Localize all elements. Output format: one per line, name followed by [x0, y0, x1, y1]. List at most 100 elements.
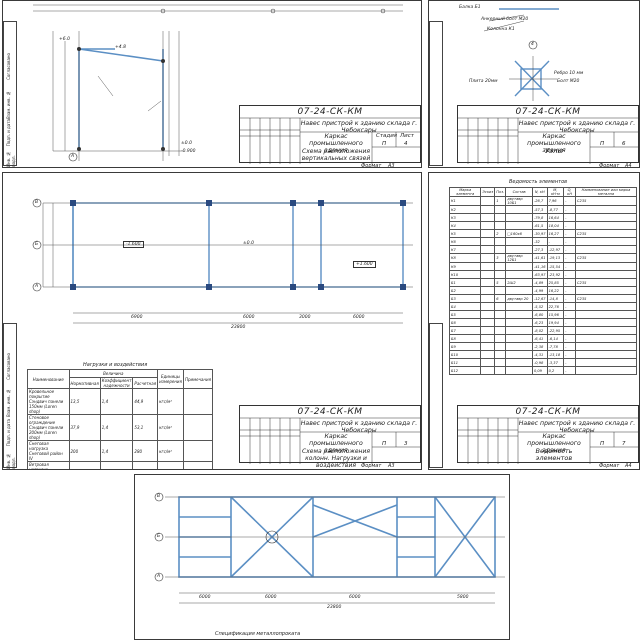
axis-label-v: В [35, 200, 39, 205]
title-block: 07-24-СК-КМ Навес пристрой к зданию скла… [239, 405, 421, 469]
elements-caption: Ведомость элементов [509, 179, 568, 185]
bay-dim-4: 6000 [353, 315, 365, 320]
spec-caption: Спецификация металлопроката [215, 631, 301, 637]
stage-value: П [382, 441, 387, 447]
project-title: Навес пристрой к зданию склада г. Чебокс… [518, 120, 636, 134]
total-dim: 23800 [231, 325, 246, 330]
side-label-sign: Подп. и дата [6, 419, 11, 447]
level-mark-1: -1.600 [123, 241, 144, 248]
vertical-bracing-drawing [33, 4, 403, 162]
title-block: 07-24-СК-КМ Навес пристрой к зданию скла… [457, 405, 639, 464]
project-title: Навес пристрой к зданию склада г. Чебокс… [300, 420, 418, 434]
axis-label-b: Б [35, 242, 39, 247]
node-label-column: Колонна К1 [487, 27, 515, 32]
loads-header-calc: Расчетная [132, 377, 159, 389]
table-row: К6-32-- [448, 237, 637, 246]
title-block: 07-24-СК-КМ Навес пристрой к зданию скла… [457, 105, 639, 164]
sheet-number: 6 [622, 141, 626, 147]
format-value: А3 [388, 163, 395, 168]
loads-header-coef: Коэффициент надежности [99, 377, 134, 389]
sheet-title: Узлы [545, 147, 563, 155]
title-block: 07-24-СК-КМ Навес пристрой к зданию скла… [239, 105, 421, 164]
side-strip [429, 21, 443, 166]
object-title: Каркас промышленного здания [309, 433, 363, 454]
stage-value: П [600, 141, 605, 147]
level-mark-3: +1.600 [353, 261, 376, 268]
stage-value: П [600, 441, 605, 447]
format-value: А4 [625, 163, 632, 168]
project-title: Навес пристрой к зданию склада г. Чебокс… [300, 120, 418, 134]
loads-header-units: Единицы измерения [157, 369, 184, 389]
sheet-number: 7 [622, 441, 626, 447]
table-row: К2-57,3-8,77- [448, 205, 637, 214]
axis-label-a: А [35, 284, 39, 289]
elements-header-mark: Марка элемента [448, 187, 482, 197]
table-row: Б7-8,02-22,95- [448, 326, 637, 335]
format-label: Формат [599, 163, 620, 168]
stage-value: П [382, 141, 387, 147]
loads-table: Наименование Величина Единицы измерения … [27, 369, 214, 469]
column-layout-drawing [32, 198, 413, 324]
table-row: Кровельное покрытие Сэндвич панели 150мм… [27, 388, 214, 415]
axis-label-v: В [157, 494, 161, 499]
bay-dim-2: 6000 [265, 595, 277, 600]
format-label: Формат [599, 463, 620, 469]
bay-dim-2: 6000 [243, 315, 255, 320]
elements-header-m: M, кН·м [546, 187, 565, 197]
axis-label-a: А [157, 574, 161, 579]
table-row: Б9-2,38-7,78- [448, 342, 637, 351]
stage-label: Стадия [376, 133, 398, 139]
elements-table: Марка элемента Эскиз Поз. Состав N, кН M… [448, 187, 637, 375]
sheet-label: Лист [400, 133, 414, 139]
side-label-inv: Взам. инв. № [6, 389, 11, 417]
drawing-code: 07-24-СК-КМ [297, 407, 363, 417]
sheet-title: Ведомость элементов [535, 447, 573, 462]
drawing-code: 07-24-СК-КМ [515, 407, 581, 417]
roof-bracing-drawing [154, 492, 505, 604]
project-title: Навес пристрой к зданию склада г. Чебокс… [518, 420, 636, 434]
side-strip [3, 21, 17, 166]
total-dim: 23800 [327, 605, 342, 610]
sheet-column-layout: В Б А -1.600 ±0.0 +1.600 6900 6000 3000 … [2, 172, 422, 470]
table-row: Ветровая нагрузка Ветровой район IV481,4… [27, 461, 214, 469]
elements-header-n: N, кН [531, 187, 548, 197]
side-strip [3, 323, 17, 468]
bay-dim-1: 6000 [199, 595, 211, 600]
object-title: Каркас промышленного здания [527, 133, 581, 154]
sheet-title: Схема расположения вертикальных связей [301, 148, 371, 162]
object-title: Каркас промышленного здания [527, 433, 581, 454]
table-row: Б11-0,98-3,37- [448, 358, 637, 367]
elements-header-q: Q, кН [563, 187, 577, 197]
sheet-vertical-bracing: +6.0 +4.8 ±0.0 -0.900 А Согласовано Взам… [2, 0, 422, 168]
format-label: Формат [361, 463, 382, 469]
node-drawing [483, 8, 559, 101]
side-label-inv: Взам. инв. № [6, 91, 11, 119]
object-title: Каркас промышленного здания [309, 133, 363, 154]
level-mark-1: +6.0 [59, 37, 70, 42]
bay-dim-1: 6900 [131, 315, 143, 320]
table-row: Б8-6,41-6,14- [448, 334, 637, 343]
table-row: К10-63,97-23,92- [448, 270, 637, 279]
drawing-code: 07-24-СК-КМ [515, 107, 581, 117]
sheet-number: 3 [404, 441, 408, 447]
node-label-beam: Балка Б1 [459, 5, 481, 10]
node-number: 4 [531, 42, 534, 47]
bay-dim-3: 6000 [349, 595, 361, 600]
elements-header-comp: Состав [505, 187, 533, 197]
loads-header-group: Величина [68, 369, 159, 378]
loads-header-notes: Примечания [182, 369, 214, 389]
sheet-nodes: Балка Б1 Анкерный болт М20 Колонна К1 Пл… [428, 0, 640, 168]
node-label-anchor: Анкерный болт М20 [481, 17, 529, 22]
axis-label-b: Б [157, 534, 161, 539]
